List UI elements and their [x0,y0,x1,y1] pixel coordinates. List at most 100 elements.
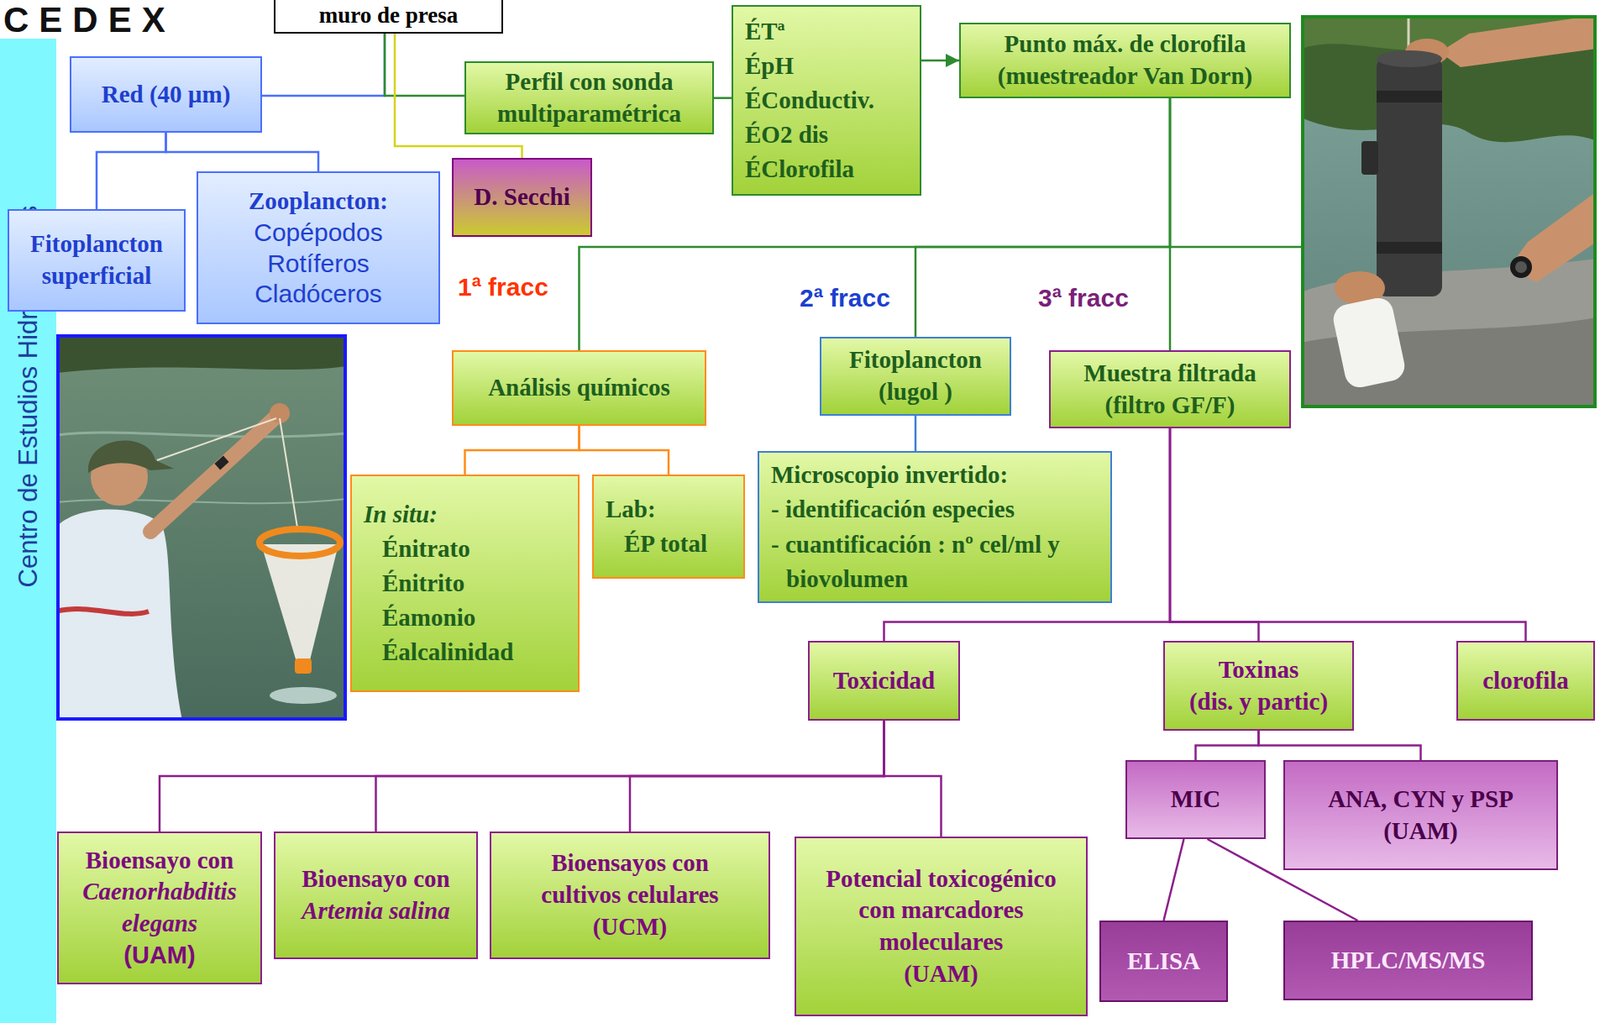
node-text: (lugol ) [878,376,953,409]
logo-text: CEDEX [3,0,176,41]
connector [1169,428,1527,641]
method-box: HPLC/MS/MS [1283,920,1533,1001]
connector [1164,839,1185,921]
fraction-label: 3ª fracc [1038,283,1129,313]
node-text: (dis. y partic) [1189,686,1328,719]
node-text: - cuantificación : nº cel/ml y biovolume… [771,527,1102,597]
connector [629,720,885,832]
node-title: ANA, CYN y PSP [1327,783,1514,816]
node-title: clorofila [1482,665,1569,698]
node-title: Fitoplancton superficial [17,228,176,292]
bioassay-box: Bioensayo conArtemia salina [273,831,478,960]
node-text: Cladóceros [254,278,383,310]
connector [579,425,670,475]
node-text: cultivos celulares [540,879,719,912]
connector [1259,730,1422,761]
node-title: HPLC/MS/MS [1331,944,1486,977]
node-title: Red (40 µm) [101,78,231,111]
connector [384,33,465,96]
node-text: Artemia salina [301,895,450,928]
connector [915,98,1170,337]
process-box: Zooplancton:CopépodosRotíferosCladóceros [196,171,441,325]
process-box: clorofila [1456,640,1595,721]
connector [465,425,580,475]
connector [1169,428,1260,641]
side-band: Centro de Estudios Hidrográficos [0,38,57,1023]
node-text: (UAM) [1383,815,1459,848]
process-box: D. Secchi [451,157,593,237]
fraction-label: 1ª fracc [457,272,549,302]
node-text: Énitrito [363,566,465,601]
node-title: ELISA [1127,945,1201,978]
parameter-list-box: In situ:ÉnitratoÉnitritoÉamonioÉalcalini… [350,474,580,693]
node-text: (muestreador Van Dorn) [997,60,1253,93]
method-box: ANA, CYN y PSP(UAM) [1283,760,1559,871]
process-box: Análisis químicos [451,350,707,426]
node-text: (filtro GF/F) [1105,389,1236,422]
process-box: Toxicidad [807,640,960,721]
node-text: Éalcalinidad [363,634,514,670]
bioassay-box: Potencial toxicogénico con marcadores mo… [794,836,1088,1017]
node-title: Toxicidad [833,665,935,698]
node-title: ÉTª [744,14,785,49]
node-title: Análisis químicos [487,372,671,404]
fraction-label: 2ª fracc [799,283,891,313]
node-text: - identificación especies [771,492,1015,527]
node-title: Centro de Estudios Hidrográficos [10,531,45,588]
photo-van-dorn [1300,15,1597,409]
node-text: Rotíferos [267,248,370,280]
connector [914,415,918,452]
node-text: ÉpH [744,48,794,84]
node-title: MIC [1170,783,1222,816]
process-box: Toxinas(dis. y partic) [1163,640,1354,731]
connector [884,720,942,837]
node-title: Microscopio invertido: [771,457,1008,493]
leader-line [1169,246,1301,249]
node-title: Zooplancton: [248,185,389,218]
node-title: Toxinas [1218,654,1300,687]
node-text: Caenorhabditis elegans [67,876,252,940]
node-text: Énitrato [363,531,471,567]
node-title: In situ: [363,497,438,532]
node-title: Potencial toxicogénico con marcadores mo… [804,863,1078,959]
connector [1169,98,1172,351]
node-text: ÉO2 dis [744,117,829,153]
node-title: Perfil con sonda multiparamétrica [474,66,704,130]
node-text: (UAM) [903,958,979,991]
node-text: ÉConductiv. [744,83,875,118]
method-box: MIC [1125,760,1266,840]
node-text: Éamonio [363,600,476,635]
process-box: Punto máx. de clorofila(muestreador Van … [959,22,1291,99]
process-box: Red (40 µm) [69,56,263,133]
photo-plankton-net [56,334,347,721]
connector [1196,730,1260,761]
connector [96,132,167,210]
node-title: Fitoplancton [849,344,982,377]
connector [166,132,320,172]
connector [921,59,960,63]
process-box: Fitoplancton(lugol ) [819,336,1012,416]
node-title: Bioensayo con [301,863,450,896]
node-title: Muestra filtrada [1083,357,1256,390]
bioassay-box: Bioensayos concultivos celulares(UCM) [489,831,771,960]
bioassay-box: Bioensayo conCaenorhabditis elegans(UAM) [57,831,263,985]
node-text: ÉClorofila [744,152,855,187]
method-box: ELISA [1099,920,1228,1002]
connector [159,720,885,832]
connector [713,96,732,100]
node-text: Copépodos [253,217,383,249]
connector [376,720,885,832]
location-box: muro de presa [273,0,504,34]
node-title: Punto máx. de clorofila [1004,28,1247,61]
node-title: D. Secchi [473,181,570,214]
node-text: (UAM) [123,939,195,972]
node-text: (UCM) [592,911,668,944]
parameter-list-box: ÉTªÉpHÉConductiv.ÉO2 disÉClorofila [731,5,922,196]
node-text: ÉP total [605,526,708,562]
node-title: Bioensayo con [85,844,234,877]
process-box: Microscopio invertido:- identificación e… [757,451,1113,604]
process-box: Perfil con sonda multiparamétrica [464,61,714,135]
process-box: Muestra filtrada(filtro GF/F) [1049,350,1291,429]
node-title: Bioensayos con [550,847,709,880]
parameter-list-box: Lab:ÉP total [592,474,745,579]
